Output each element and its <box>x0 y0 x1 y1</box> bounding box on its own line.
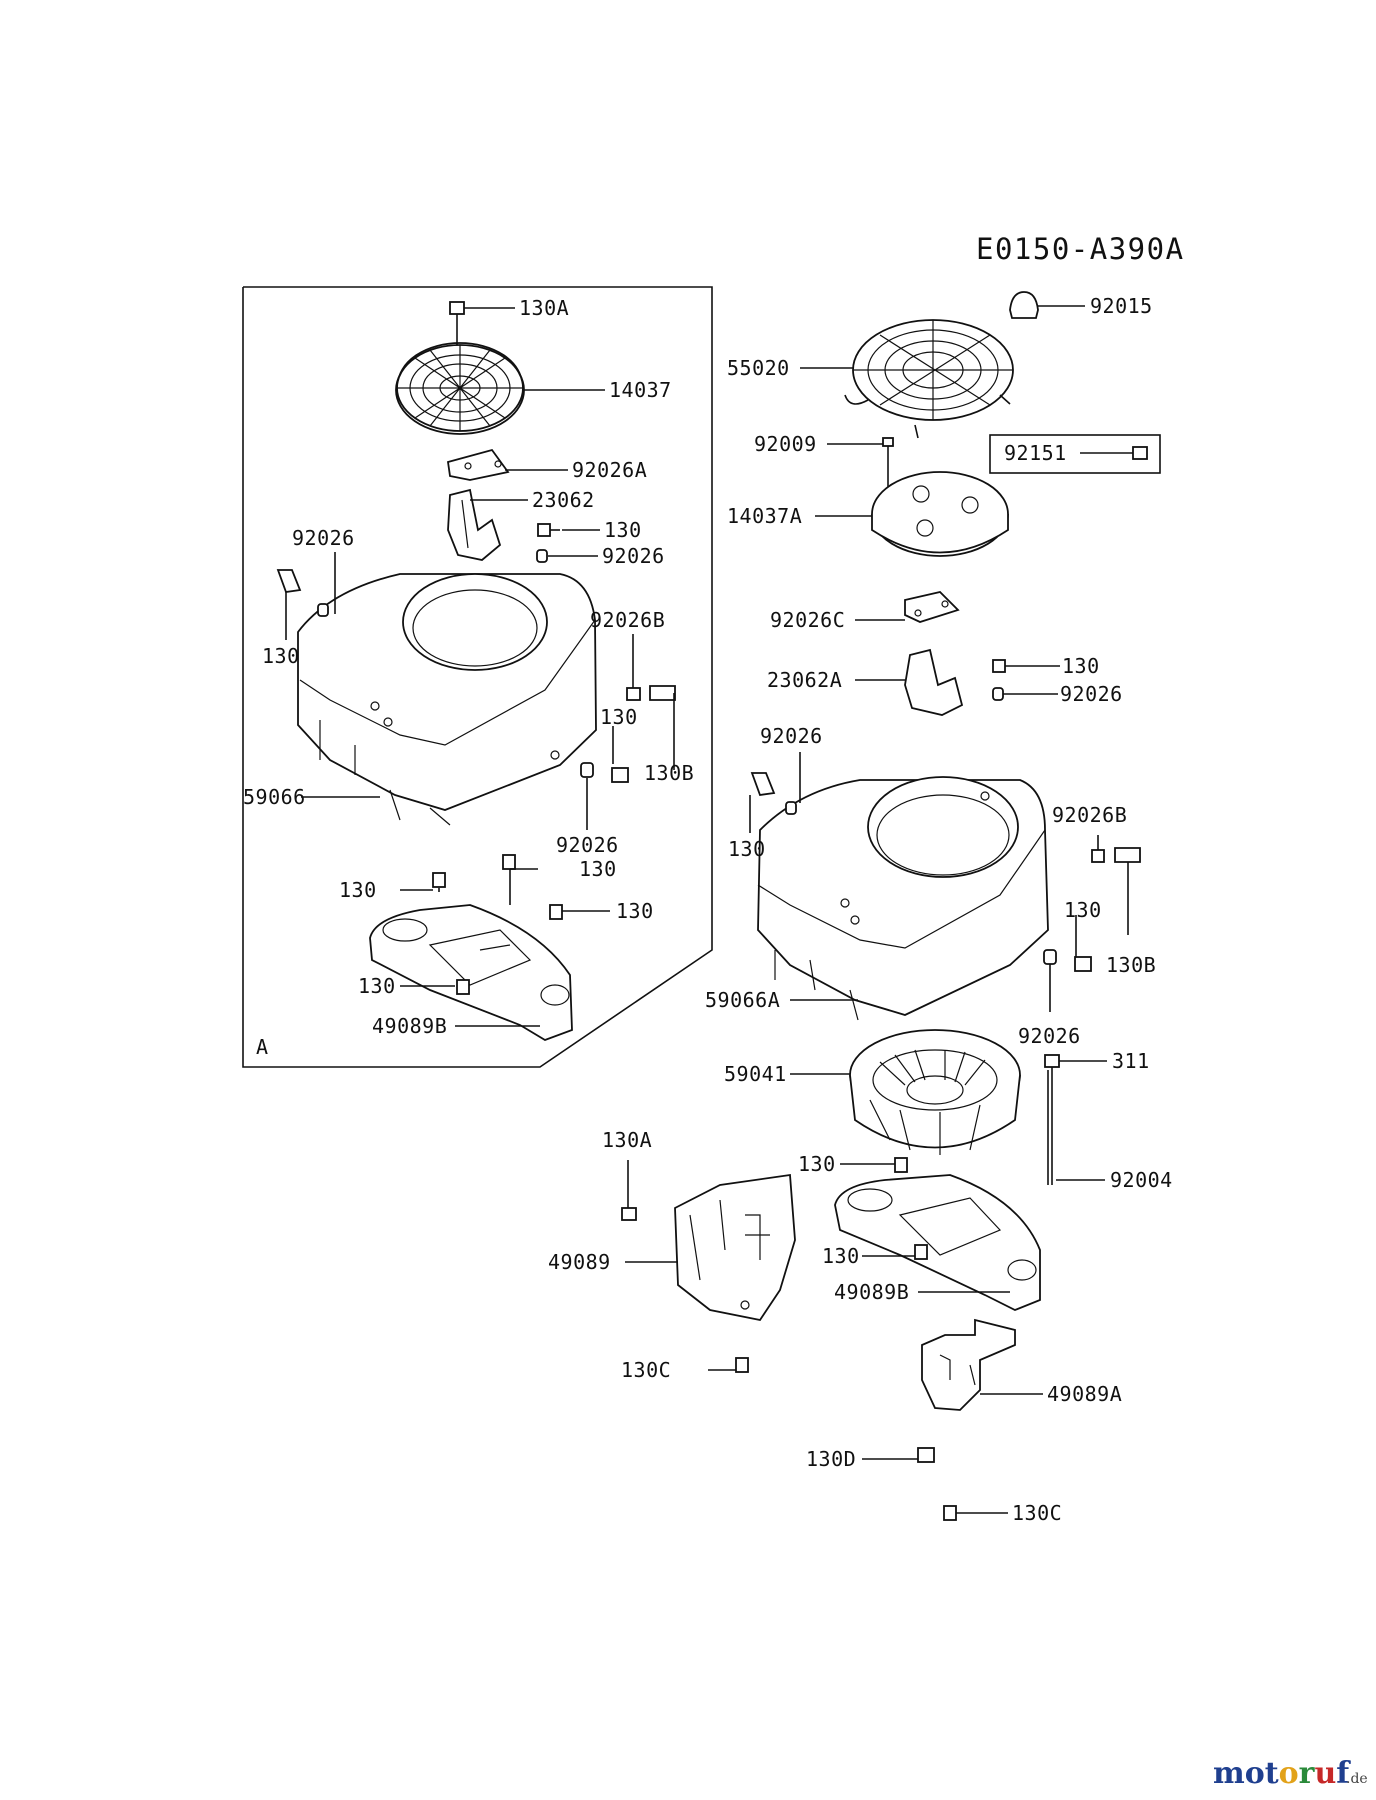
part-label-311: 311 <box>1112 1049 1150 1073</box>
part-label-49089a: 49089A <box>1047 1382 1122 1406</box>
watermark-logo: motoruf .de <box>1213 1756 1368 1791</box>
inset-bolt-130a-drawing <box>449 301 465 345</box>
fan-housing-59066a-drawing <box>750 772 1141 1021</box>
inset-baffle-plate-drawing <box>369 854 573 1041</box>
baffle-49089-drawing <box>621 1173 796 1322</box>
stud-311-92004-drawing <box>1044 1054 1060 1185</box>
part-label-14037a: 14037A <box>727 504 802 528</box>
part-label-130: 130 <box>822 1244 860 1268</box>
small-bolts-drawing <box>735 1357 957 1521</box>
part-label-130: 130 <box>604 518 642 542</box>
part-label-92026: 92026 <box>602 544 665 568</box>
part-label-130: 130 <box>1064 898 1102 922</box>
part-label-92026b: 92026B <box>1052 803 1127 827</box>
cover-14037a-drawing <box>871 471 1009 557</box>
part-label-92026: 92026 <box>760 724 823 748</box>
part-label-130: 130 <box>798 1152 836 1176</box>
part-label-92026: 92026 <box>1060 682 1123 706</box>
part-label-130c: 130C <box>1012 1501 1062 1525</box>
part-label-130: 130 <box>728 837 766 861</box>
part-label-130: 130 <box>358 974 396 998</box>
baffle-49089b-drawing <box>834 1157 1041 1311</box>
leader-lines <box>285 305 1133 1514</box>
part-label-92026a: 92026A <box>572 458 647 482</box>
part-label-130b: 130B <box>644 761 694 785</box>
part-label-130: 130 <box>262 644 300 668</box>
part-label-92026c: 92026C <box>770 608 845 632</box>
inset-frame <box>242 286 713 1068</box>
part-label-23062a: 23062A <box>767 668 842 692</box>
part-label-49089b: 49089B <box>372 1014 447 1038</box>
fan-59041-drawing <box>849 1029 1021 1155</box>
part-label-59066a: 59066A <box>705 988 780 1012</box>
inset-fan-housing-drawing <box>297 573 597 826</box>
part-label-49089b: 49089B <box>834 1280 909 1304</box>
part-label-92015: 92015 <box>1090 294 1153 318</box>
inset-cover-grille-drawing <box>395 342 525 435</box>
diagram-code: E0150-A390A <box>976 232 1185 266</box>
part-label-92004: 92004 <box>1110 1168 1173 1192</box>
part-label-92026b: 92026B <box>590 608 665 632</box>
guard-screen-55020-drawing <box>844 319 1014 439</box>
watermark-text: motoruf <box>1213 1756 1351 1791</box>
part-label-23062: 23062 <box>532 488 595 512</box>
part-label-130: 130 <box>1062 654 1100 678</box>
bracket-92026c-drawing <box>904 591 960 623</box>
watermark-suffix: .de <box>1346 1771 1368 1787</box>
part-label-130: 130 <box>579 857 617 881</box>
inset-label: A <box>256 1035 269 1059</box>
inset-bracket-92026a-drawing <box>446 448 510 481</box>
screw-92009-drawing <box>882 437 894 488</box>
part-label-130: 130 <box>616 899 654 923</box>
bracket-23062a-drawing <box>904 648 1006 716</box>
part-label-92026: 92026 <box>292 526 355 550</box>
part-label-92026: 92026 <box>1018 1024 1081 1048</box>
part-label-92151: 92151 <box>1004 441 1067 465</box>
baffle-49089a-drawing <box>917 1318 1016 1463</box>
inset-bolt-130-drawing <box>537 523 560 537</box>
part-label-130c: 130C <box>621 1358 671 1382</box>
part-label-130a: 130A <box>519 296 569 320</box>
cap-nut-92015-drawing <box>1009 291 1039 319</box>
part-label-14037: 14037 <box>609 378 672 402</box>
part-label-49089: 49089 <box>548 1250 611 1274</box>
part-label-130b: 130B <box>1106 953 1156 977</box>
part-label-55020: 55020 <box>727 356 790 380</box>
part-label-130d: 130D <box>806 1447 856 1471</box>
part-label-92009: 92009 <box>754 432 817 456</box>
inset-bracket-23062-drawing <box>447 488 502 561</box>
part-label-59041: 59041 <box>724 1062 787 1086</box>
part-label-130: 130 <box>339 878 377 902</box>
part-label-130: 130 <box>600 705 638 729</box>
part-label-92026: 92026 <box>556 833 619 857</box>
inset-sleeve-92026-top-drawing <box>536 549 548 563</box>
part-label-59066: 59066 <box>243 785 306 809</box>
inset-side-hardware-drawing <box>276 569 676 783</box>
part-label-130a: 130A <box>602 1128 652 1152</box>
